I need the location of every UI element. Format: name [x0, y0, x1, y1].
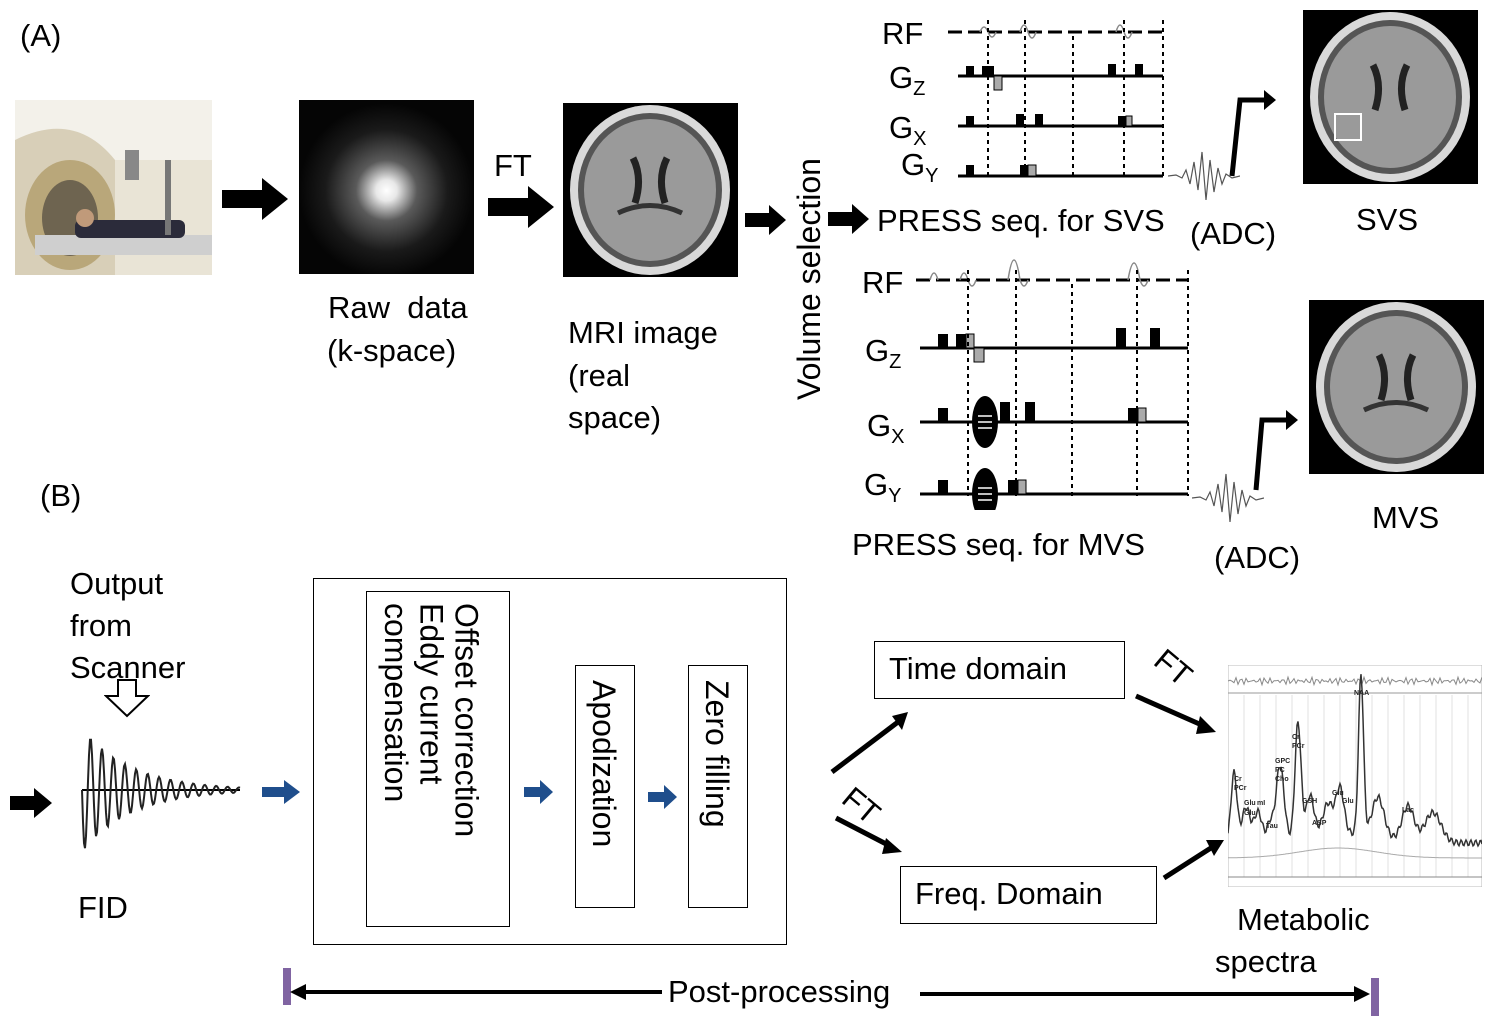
offset-eddy-box [366, 591, 510, 927]
ft-label-a: FT [494, 148, 532, 183]
scanner-photo [15, 100, 212, 275]
arrow-up-right-icon [1253, 410, 1298, 491]
raw-data-label: Raw data [328, 290, 468, 325]
apodization-text: Apodization [586, 680, 623, 848]
mvs-gy-label: GY [864, 467, 902, 508]
mri-image-label-1: MRI image [568, 315, 718, 350]
asp-peak-label: ASP [1312, 820, 1327, 827]
blue-arrow-right-icon [648, 785, 677, 809]
mri-image [563, 103, 738, 277]
pc-peak-label: PC [1275, 767, 1285, 774]
blue-arrow-right-icon [262, 780, 300, 804]
k-space-label: (k-space) [327, 333, 457, 368]
svs-gz-label: GZ [889, 60, 926, 101]
svs-gy-label: GY [901, 147, 939, 188]
arrows-to-spectrum [1134, 693, 1224, 881]
adc-svs-label: (ADC) [1190, 216, 1277, 251]
arrow-up-right-icon [1229, 90, 1276, 177]
glu-peak-label: Glu [1244, 800, 1256, 807]
offset-eddy-text: Offset correction Eddy current compensat… [378, 603, 485, 838]
naa-peak-label: NAA [1354, 690, 1369, 697]
cr-peak-label: Cr [1234, 776, 1242, 783]
svs-pulse-sequence [948, 20, 1164, 178]
freq-domain-label: Freq. Domain [915, 876, 1103, 911]
mvs-gz-label: GZ [865, 333, 902, 374]
cho-peak-label: Cho [1275, 776, 1289, 783]
zero-filling-text: Zero filling [699, 680, 736, 828]
post-processing-left-bar [283, 968, 291, 1005]
press-svs-label: PRESS seq. for SVS [877, 203, 1165, 238]
mvs-label: MVS [1372, 500, 1440, 535]
arrow-right-icon [10, 788, 52, 818]
time-domain-box [874, 641, 1125, 699]
hollow-arrow-down-icon [104, 679, 150, 718]
fid-waveform [81, 738, 241, 849]
freq-domain-box [900, 866, 1157, 924]
metabolic-label-1: Metabolic [1237, 902, 1370, 937]
apodization-box [575, 665, 635, 908]
press-mvs-label: PRESS seq. for MVS [852, 527, 1145, 562]
mvs-rf-label: RF [862, 265, 904, 300]
mri-image-label-3: space) [568, 400, 662, 435]
zero-filling-box [688, 665, 748, 908]
volume-selection-label: Volume selection [791, 158, 827, 400]
fid-label: FID [78, 890, 128, 925]
svs-rf-label: RF [882, 16, 924, 51]
metabolic-label-2: spectra [1215, 944, 1317, 979]
blue-arrow-right-icon [524, 780, 553, 804]
time-domain-label: Time domain [889, 651, 1068, 686]
post-processing-right-bar [1371, 978, 1379, 1016]
k-space-image [299, 100, 474, 274]
post-processing-arrow [290, 984, 1370, 1002]
svs-label: SVS [1356, 202, 1419, 237]
metabolic-spectrum: NAA Cr PCr Glu mI Glu Tau GPC PC Cho Cr … [1228, 665, 1482, 887]
arrow-right-icon [828, 204, 869, 234]
post-processing-label: Post-processing [668, 974, 891, 1009]
arrow-right-icon [745, 205, 786, 235]
mvs-pulse-sequence [916, 259, 1189, 510]
arrow-right-icon [488, 186, 554, 228]
lac-peak-label: Lac [1402, 807, 1414, 814]
adc-mvs-label: (ADC) [1214, 540, 1301, 575]
pcr-peak-label-2: PCr [1292, 743, 1305, 750]
gpc-peak-label: GPC [1275, 758, 1290, 765]
glu-peak-label-4: Glu [1342, 798, 1354, 805]
svs-image [1303, 10, 1478, 184]
glu-peak-label-2: Glu [1244, 810, 1256, 817]
part-a-label: (A) [20, 18, 62, 53]
mri-image-label-2: (real [568, 358, 631, 393]
adc-signal-mvs [1192, 473, 1264, 523]
cr-peak-label-2: Cr [1292, 734, 1300, 741]
branch-arrows [830, 712, 908, 854]
tau-peak-label: Tau [1266, 823, 1278, 830]
mi-peak-label: mI [1257, 800, 1265, 807]
mvs-gx-label: GX [867, 408, 905, 449]
part-b-label: (B) [40, 478, 82, 513]
gsh-peak-label: GSH [1302, 798, 1317, 805]
pcr-peak-label: PCr [1234, 785, 1247, 792]
mvs-image [1309, 300, 1484, 474]
glu-peak-label-3: Glu [1332, 790, 1344, 797]
output-label-1: Output [70, 566, 164, 601]
svs-gx-label: GX [889, 110, 927, 151]
arrow-right-icon [222, 178, 288, 220]
adc-signal-svs [1168, 151, 1240, 201]
output-label-2: from [70, 608, 132, 643]
